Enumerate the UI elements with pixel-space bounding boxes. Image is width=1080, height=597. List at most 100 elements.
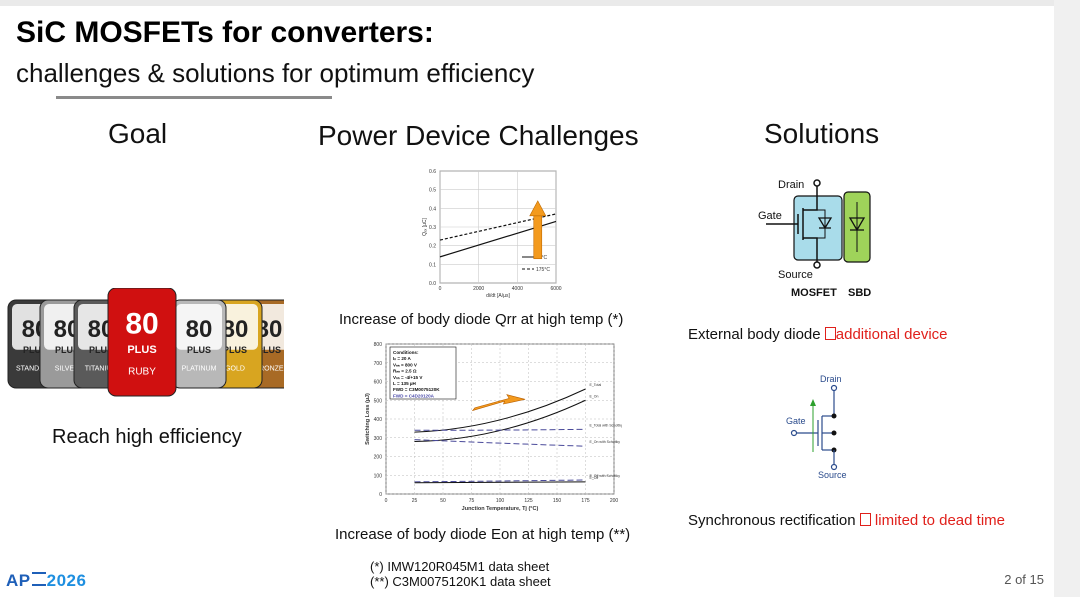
eon-xaxis-label: Junction Temperature, Tj (°C) [462,506,539,512]
qrr-caption: Increase of body diode Qrr at high temp … [339,311,624,328]
eon-xtick-label: 175 [581,498,590,504]
qrr-xtick-label: 6000 [550,286,561,292]
mosfet-sbd-diagram: Drain Gate Source MOSFET SBD [758,179,871,299]
diagram1-sbd-label: SBD [848,287,871,299]
right-scrollbar-area[interactable] [1054,0,1080,597]
sync-rect-caption: Synchronous rectification limited to dea… [688,512,1005,529]
eon-ytick-label: 500 [374,398,383,404]
drain-terminal [813,179,821,187]
slide-subtitle: challenges & solutions for optimum effic… [16,58,535,88]
eon-caption: Increase of body diode Eon at high temp … [335,526,631,543]
eon-condition-line: Rₙₙ = 2.5 Ω [393,369,417,374]
qrr-ytick-label: 0.4 [429,206,436,212]
diagram1-gate-label: Gate [758,210,782,222]
qrr-xtick-label: 4000 [512,286,523,292]
eon-xtick-label: 50 [440,498,446,504]
eon-series-line [414,479,586,483]
external-diode-text: External body diode [688,326,825,343]
mosfet-block [793,195,843,261]
eon-ytick-label: 300 [374,436,383,442]
goal-caption: Reach high efficiency [52,426,242,448]
diagram2-source-label: Source [818,470,847,480]
eon-condition-line: Vₙₙ = -4/+15 V [393,375,423,380]
qrr-increase-arrow-body [533,215,543,260]
eon-xtick-label: 125 [524,498,533,504]
eon-ytick-label: 200 [374,455,383,461]
reference-1: (*) IMW120R045M1 data sheet [370,559,550,574]
top-strip [0,0,1080,6]
qrr-ytick-label: 0.6 [429,169,436,175]
diagram2-gate-label: Gate [786,416,806,426]
diagram2-drain-label: Drain [820,374,842,384]
badge-80-text: 80 [125,307,158,340]
eon-series-label: E_Total with Schottky [590,423,623,427]
external-diode-result: additional device [835,326,948,343]
solutions-heading: Solutions [764,118,880,149]
source-terminal [813,261,821,269]
eon-xtick-label: 25 [412,498,418,504]
eon-series-label: E_Total [590,383,602,387]
references: (*) IMW120R045M1 data sheet (**) C3M0075… [370,559,551,589]
eon-series-line [414,388,586,433]
badge-ruby [107,288,177,397]
eon-series-label: E_On [590,394,599,398]
arrow-glyph-1 [824,327,836,340]
goal-heading: Goal [108,118,168,149]
badge-tier-text: BRONZE [254,365,284,372]
eon-series-line [414,439,586,447]
badge-plus-text: PLUS [55,345,79,355]
challenges-heading: Power Device Challenges [318,120,639,151]
eon-ytick-label: 800 [374,342,383,348]
eon-condition-line: Conditions: [393,350,419,355]
slide-title: SiC MOSFETs for converters: [16,16,434,49]
page-number: 2 of 15 [1004,572,1044,587]
badge-plus-text: PLUS [23,345,47,355]
eon-condition-line: L = 135 µH [393,381,417,386]
badge-tier-text: SILVER [55,365,79,372]
eon-ytick-label: 600 [374,380,383,386]
eon-series-line [414,428,586,431]
eon-condition-line: Vₙₙ = 800 V [393,362,418,367]
badge-plus-text: PLUS [257,345,281,355]
qrr-xtick-label: 0 [439,286,442,292]
eon-xtick-label: 150 [553,498,562,504]
badge-tier-text: RUBY [128,366,156,377]
eon-ytick-label: 400 [374,417,383,423]
qrr-ytick-label: 0.3 [429,225,436,231]
badge-tier-text: STANDARD [16,365,54,372]
eon-series-label: E_On with Schottky [590,440,621,444]
qrr-legend-label: 175°C [536,267,550,273]
badge-plus-text: PLUS [187,345,211,355]
title-underline [56,96,332,99]
sync-mosfet-diagram: Drain Gate Source [786,374,847,480]
reference-2: (**) C3M0075120K1 data sheet [370,574,551,589]
eon-ytick-label: 100 [374,473,383,479]
eon-conditions-frame [389,346,457,400]
diagram1-drain-label: Drain [778,179,804,191]
qrr-ytick-label: 0.2 [429,244,436,250]
eon-xtick-label: 75 [469,498,475,504]
external-diode-caption: External body diode additional device [688,326,948,343]
eon-ytick-label: 0 [379,492,382,498]
eon-series-label: E_Off [590,476,599,480]
sync-rect-result: limited to dead time [870,512,1005,529]
badge-tier-text: GOLD [225,365,245,372]
eon-condition-line: FWD = C3M0075120K [393,387,440,392]
qrr-ytick-label: 0.1 [429,262,436,268]
arrow-glyph-2 [859,513,871,526]
sync-rect-text: Synchronous rectification [688,512,860,529]
eon-condition-line: FWD = C4D20120A [393,393,435,398]
qrr-increase-arrow-head [529,200,547,217]
eon-xtick-label: 200 [610,498,619,504]
badge-plus-text: PLUS [127,344,156,356]
qrr-xtick-label: 2000 [473,286,484,292]
badge-80-text: 80 [186,316,213,343]
eon-yaxis-label: Switching Loss (µJ) [365,393,371,445]
qrr-xaxis-label: di/dt [A/µs] [486,293,510,299]
qrr-ytick-label: 0.0 [429,281,436,287]
diagram1-mosfet-label: MOSFET [791,287,837,299]
diagram1-source-label: Source [778,269,813,281]
